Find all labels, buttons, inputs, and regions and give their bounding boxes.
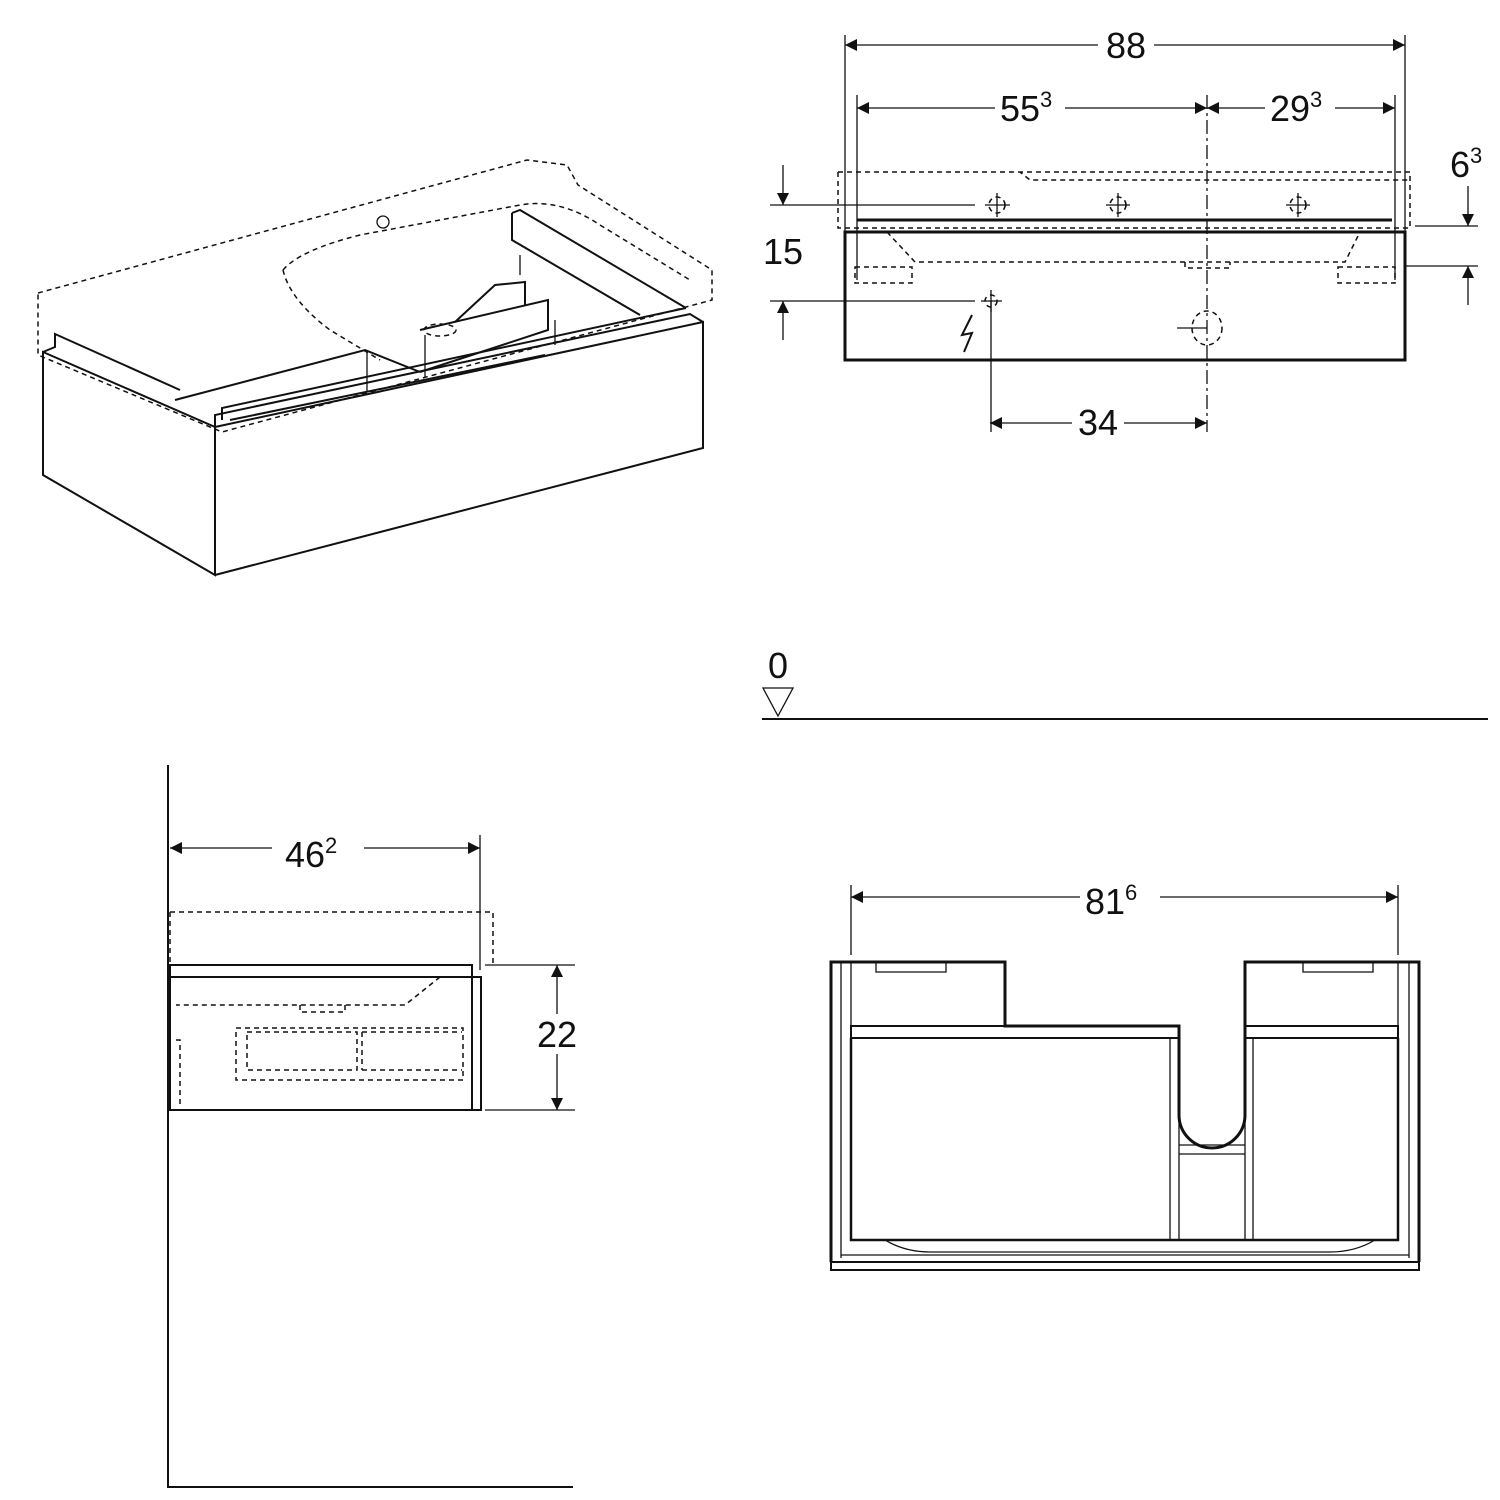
plan-view: 88 553 293 34 15 63 [763,25,1482,443]
dim-bracket-height: 63 [1450,143,1482,185]
dim-depth: 462 [285,833,337,875]
side-view: 462 22 [167,765,584,1488]
dim-inner-width: 816 [1085,880,1137,922]
isometric-view [37,159,713,577]
dim-overall-width: 88 [1106,25,1146,66]
washbasin-outline [37,159,713,433]
dim-right-section: 293 [1270,87,1322,129]
cabinet-side [169,976,473,1111]
cabinet-left-side [42,350,216,577]
front-view: 816 [829,876,1421,1271]
dim-outlet-offset: 34 [1078,402,1118,443]
electrical-icon [960,314,974,353]
level-triangle-icon [761,687,795,718]
dim-left-section: 553 [1000,87,1052,129]
cabinet-front [214,320,704,576]
floor-level-label: 0 [768,645,788,686]
dim-supply-height: 15 [763,231,803,272]
dim-cabinet-height: 22 [537,1014,577,1055]
floor-level: 0 [761,645,1488,720]
cabinet-plan [843,230,1407,362]
